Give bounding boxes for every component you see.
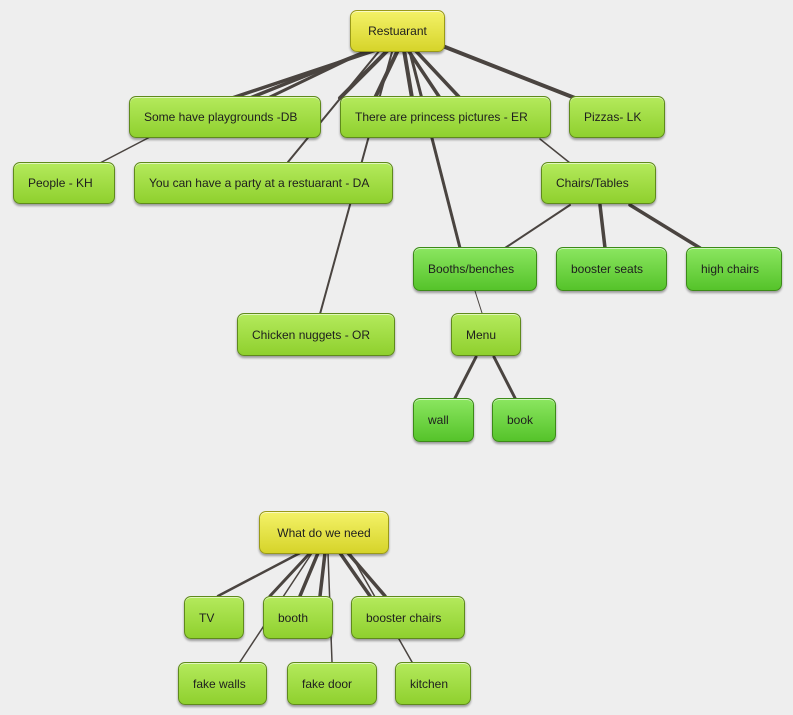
booster-chairs-node[interactable]: booster chairs [351,596,465,639]
node-label: You can have a party at a restuarant - D… [149,176,370,190]
node-label: fake walls [193,676,246,691]
node-label: booster seats [571,262,644,276]
high-chairs-node[interactable]: high chairs [686,247,782,291]
connector-line [453,355,478,400]
party-node[interactable]: You can have a party at a restuarant - D… [134,162,393,204]
connector-line [287,49,381,163]
what-do-we-need-root-node[interactable]: What do we need [259,511,389,554]
connector-line [598,203,607,250]
node-label: high chairs [701,262,760,276]
connector-line [504,204,571,249]
menu-node[interactable]: Menu [451,313,521,356]
chicken-nuggets-node[interactable]: Chicken nuggets - OR [237,313,395,356]
kitchen-node[interactable]: kitchen [395,662,471,705]
fake-walls-node[interactable]: fake walls [178,662,267,705]
node-label: Menu [466,327,497,342]
node-label: Some have playgrounds -DB [144,110,298,124]
connector-line [338,551,372,598]
node-label: Booths/benches [428,262,515,276]
connector-line [413,48,462,100]
connector-line [438,43,582,102]
connector-line [628,203,702,250]
node-label: Pizzas- LK [584,110,642,124]
chairs-tables-node[interactable]: Chairs/Tables [541,162,656,204]
pizzas-node[interactable]: Pizzas- LK [569,96,665,138]
playgrounds-node[interactable]: Some have playgrounds -DB [129,96,321,138]
node-label: There are princess pictures - ER [355,110,528,124]
booster-seats-node[interactable]: booster seats [556,247,667,291]
node-label: booth [278,610,309,625]
connector-line [402,48,414,100]
node-label: Chairs/Tables [556,176,629,190]
node-label: TV [199,610,215,625]
node-label: Restuarant [368,24,427,38]
node-label: Chicken nuggets - OR [252,327,371,342]
restaurant-root-node[interactable]: Restuarant [350,10,445,52]
connector-line [268,551,312,598]
node-label: book [507,413,534,427]
connector-line [539,138,571,164]
node-label: kitchen [410,676,449,691]
connector-line [266,46,374,100]
connector-line [474,290,483,314]
connector-line [408,50,462,250]
connector-line [492,355,517,400]
connector-line [318,551,327,598]
people-node[interactable]: People - KH [13,162,115,204]
node-label: fake door [302,676,353,691]
wall-node[interactable]: wall [413,398,474,442]
princess-pictures-node[interactable]: There are princess pictures - ER [340,96,551,138]
booth-node[interactable]: booth [263,596,333,639]
connector-line [406,48,442,100]
node-label: People - KH [28,176,93,190]
node-label: booster chairs [366,610,442,625]
connector-line [216,551,302,598]
connector-line [99,136,151,164]
booths-benches-node[interactable]: Booths/benches [413,247,537,291]
book-node[interactable]: book [492,398,556,442]
connector-line [298,551,320,598]
node-label: What do we need [277,525,371,540]
node-label: wall [428,413,449,427]
fake-door-node[interactable]: fake door [287,662,377,705]
tv-node[interactable]: TV [184,596,244,639]
